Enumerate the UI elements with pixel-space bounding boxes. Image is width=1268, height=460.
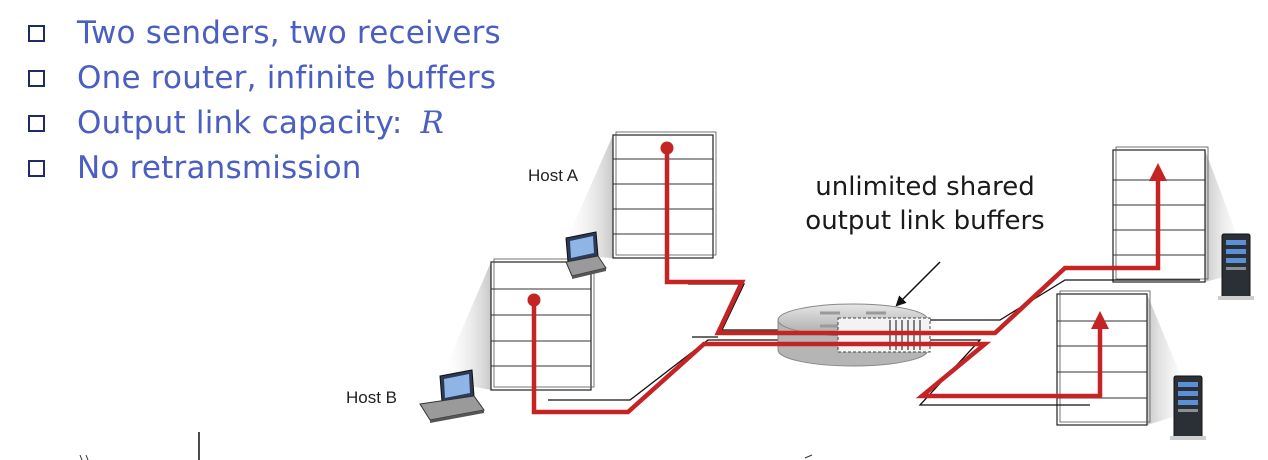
checkbox-bullet-icon [28,70,45,87]
bullet-text: Two senders, two receivers [77,14,501,51]
bullet-item: One router, infinite buffers [18,55,501,100]
bullet-item: Two senders, two receivers [18,10,501,55]
buffer-annotation-line-1: unlimited shared [815,172,1035,202]
host-b-laptop-icon [419,369,485,423]
flow-path-host-b [531,300,1109,415]
host-a-laptop-icon [565,231,607,279]
flow-path-host-a [664,148,1167,336]
bullet-text: One router, infinite buffers [77,59,497,96]
host-b-shadow [440,262,491,390]
bullet-text: No retransmission [77,149,362,186]
tick-fragment [804,454,813,459]
checkbox-bullet-icon [28,115,45,132]
bullet-text: Output link capacity: [77,104,413,141]
capacity-variable: R [420,104,445,141]
text-fragment [79,454,83,460]
text-fragment [85,454,89,460]
host-b-source-dot [527,293,541,307]
host-b-label: Host B [346,388,398,407]
buffer-pointer-arrow [895,261,941,307]
host-a-shadow [560,135,613,258]
host-a-label: Host A [528,166,579,185]
host-b-buffer-stack-icon [490,258,595,391]
receiver-2-server-icon [1170,375,1206,440]
buffer-annotation-line-2: output link buffers [805,206,1045,236]
receiver-1-buffer-stack-icon [1112,146,1209,283]
bullet-item: No retransmission [18,145,501,190]
bullet-item: Output link capacity: R [18,100,501,145]
bullet-list: Two senders, two receivers One router, i… [18,10,501,190]
checkbox-bullet-icon [28,25,45,42]
receiver-1-server-icon [1218,233,1254,300]
host-a-buffer-stack-icon [612,131,717,259]
buffer-annotation: unlimited shared output link buffers [780,170,1070,238]
checkbox-bullet-icon [28,160,45,177]
host-a-source-dot [660,141,674,155]
